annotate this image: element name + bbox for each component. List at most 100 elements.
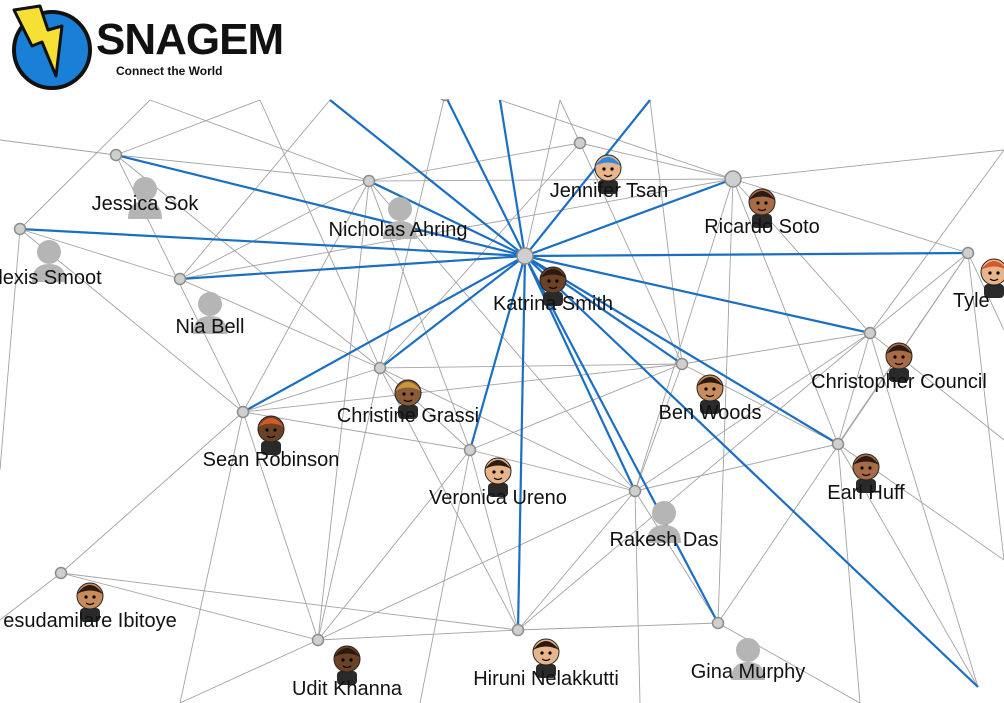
node-dot[interactable] xyxy=(236,405,250,419)
user-node-christine[interactable]: Christine Grassi xyxy=(337,361,479,428)
focus-connection-edge xyxy=(368,180,526,257)
user-name-label[interactable]: Katrina Smith xyxy=(493,293,613,315)
connection-edge xyxy=(60,411,244,574)
node-dot[interactable] xyxy=(463,443,477,457)
node-dot[interactable] xyxy=(511,623,525,637)
node-dot[interactable] xyxy=(362,174,376,188)
user-avatar-icon xyxy=(394,379,422,419)
node-dot[interactable] xyxy=(573,136,587,150)
connection-edge xyxy=(634,443,839,492)
node-dot[interactable] xyxy=(863,326,877,340)
user-name-label[interactable]: Ben Woods xyxy=(658,402,761,424)
user-name-label[interactable]: esudamilare Ibitoye xyxy=(3,610,176,632)
connection-edge xyxy=(60,572,519,631)
focus-connection-edge xyxy=(498,99,527,257)
node-dot[interactable] xyxy=(109,148,123,162)
user-node-christopher[interactable]: Christopher Council xyxy=(811,326,987,394)
user-node-jennifer[interactable]: Jennifer Tsan xyxy=(550,136,669,203)
node-dot[interactable] xyxy=(173,272,187,286)
connection-edge xyxy=(869,149,1004,334)
user-node-tyler[interactable]: Tyle xyxy=(953,246,1004,313)
user-silhouette-icon xyxy=(32,240,66,282)
connection-edge xyxy=(0,139,117,156)
user-node-rakesh[interactable]: Rakesh Das xyxy=(610,484,719,552)
connection-edge xyxy=(732,149,1004,180)
connection-edge xyxy=(717,178,734,624)
user-name-label[interactable]: Christine Grassi xyxy=(337,405,479,427)
connection-edge xyxy=(115,99,261,156)
user-node-sean[interactable]: Sean Robinson xyxy=(203,405,340,472)
user-node-oluwa[interactable]: esudamilare Ibitoye xyxy=(3,566,177,633)
connection-edge xyxy=(499,99,734,180)
connection-edge xyxy=(379,367,636,492)
connection-edge xyxy=(242,363,683,413)
connection-edge xyxy=(379,367,471,451)
user-node-udit[interactable]: Udit Khanna xyxy=(292,633,403,701)
connection-edge xyxy=(19,99,151,230)
user-name-label[interactable]: Gina Murphy xyxy=(691,661,806,683)
user-name-label[interactable]: lexis Smoot xyxy=(0,267,102,289)
user-avatar-icon xyxy=(980,258,1004,298)
user-name-label[interactable]: Udit Khanna xyxy=(292,678,403,700)
connection-edge xyxy=(469,449,519,631)
node-dot[interactable] xyxy=(961,246,975,260)
user-node-alexis[interactable]: lexis Smoot xyxy=(0,222,102,290)
node-dot[interactable] xyxy=(675,357,689,371)
connection-edge xyxy=(242,411,471,451)
user-name-label[interactable]: Jessica Sok xyxy=(92,193,200,215)
user-name-label[interactable]: Earl Huff xyxy=(827,482,905,504)
connection-edge xyxy=(967,252,1004,561)
focus-connection-edge xyxy=(524,255,839,445)
user-node-ricardo[interactable]: Ricardo Soto xyxy=(704,170,820,238)
connection-edge xyxy=(837,443,861,703)
node-dot[interactable] xyxy=(711,616,725,630)
user-avatar-icon xyxy=(484,457,512,497)
user-name-label[interactable]: Nicholas Ahring xyxy=(329,219,468,241)
user-node-nicholas[interactable]: Nicholas Ahring xyxy=(329,174,468,242)
node-dot[interactable] xyxy=(831,437,845,451)
user-node-hiruni[interactable]: Hiruni Nelakkutti xyxy=(473,623,619,691)
user-name-label[interactable]: Tyle xyxy=(953,290,990,312)
user-name-label[interactable]: Rakesh Das xyxy=(610,529,719,551)
node-dot[interactable] xyxy=(516,247,534,265)
focus-connection-edge xyxy=(115,153,526,258)
connection-edge xyxy=(517,332,871,631)
node-dot[interactable] xyxy=(373,361,387,375)
user-name-label[interactable]: Ricardo Soto xyxy=(704,216,820,238)
user-node-earl[interactable]: Earl Huff xyxy=(827,437,905,505)
focus-connection-edge xyxy=(524,255,979,688)
user-node-nia[interactable]: Nia Bell xyxy=(173,272,245,339)
node-dot[interactable] xyxy=(13,222,27,236)
user-name-label[interactable]: Jennifer Tsan xyxy=(550,180,669,202)
user-name-label[interactable]: Sean Robinson xyxy=(203,449,340,471)
connection-edge xyxy=(0,228,21,471)
connection-edge xyxy=(368,142,581,182)
node-dot[interactable] xyxy=(54,566,68,580)
user-name-label[interactable]: Christopher Council xyxy=(811,371,987,393)
user-node-ben[interactable]: Ben Woods xyxy=(658,357,762,425)
user-node-katrina[interactable]: Katrina Smith xyxy=(493,247,613,315)
user-node-gina[interactable]: Gina Murphy xyxy=(691,616,806,684)
node-dot[interactable] xyxy=(311,633,325,647)
user-name-label[interactable]: Hiruni Nelakkutti xyxy=(473,668,619,690)
user-name-label[interactable]: Nia Bell xyxy=(176,316,245,338)
focus-connection-edge xyxy=(524,255,636,492)
user-node-jessica[interactable]: Jessica Sok xyxy=(92,148,200,220)
focus-connection-edge xyxy=(242,255,526,413)
focus-connection-edge xyxy=(379,255,526,369)
user-silhouette-icon xyxy=(128,177,162,219)
connection-edge xyxy=(379,142,581,369)
connection-edge xyxy=(179,180,370,280)
focus-connection-edge xyxy=(524,251,969,258)
lightning-bolt-icon[interactable] xyxy=(6,4,92,90)
connection-edge xyxy=(869,332,979,688)
connection-edge xyxy=(681,332,871,365)
brand-tagline: Connect the World xyxy=(116,64,223,78)
connection-edge xyxy=(634,178,734,492)
user-node-veronica[interactable]: Veronica Ureno xyxy=(429,443,567,510)
node-dot[interactable] xyxy=(628,484,642,498)
connection-edge xyxy=(419,449,471,703)
user-name-label[interactable]: Veronica Ureno xyxy=(429,487,567,509)
node-dot[interactable] xyxy=(724,170,742,188)
